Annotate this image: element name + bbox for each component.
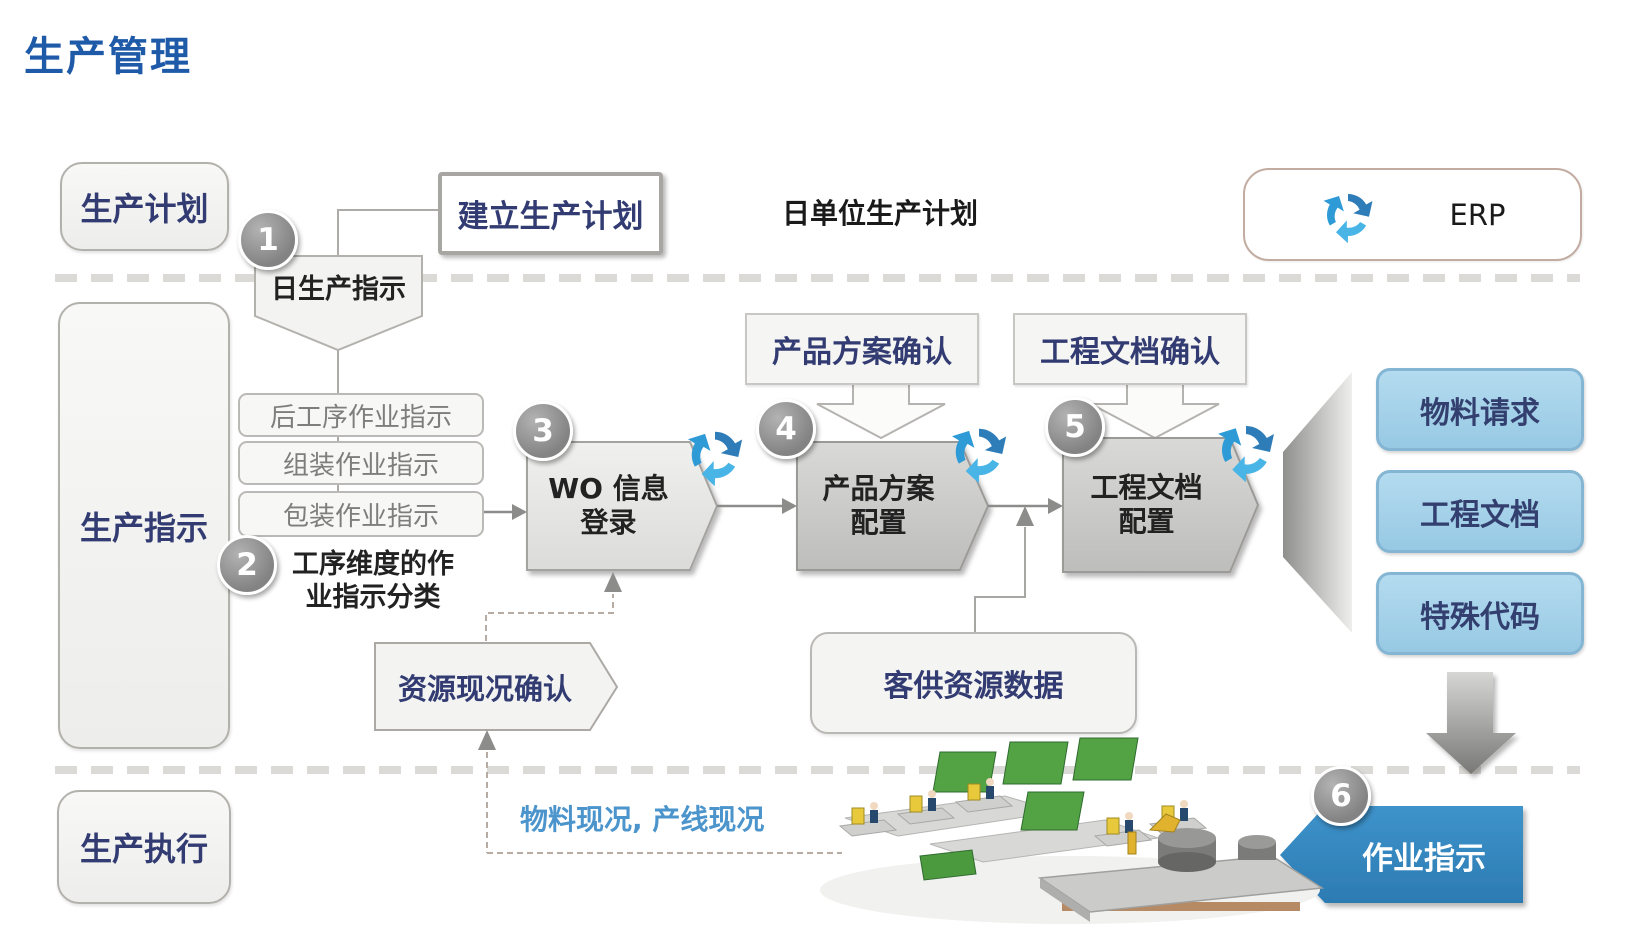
step-badge-5: 5 [1045,397,1105,457]
connector-customer-resource [974,527,1026,632]
recycle-icon [1320,187,1376,243]
instruction-label: 后工序作业指示 [269,402,452,433]
resource-confirm-shape [374,642,619,731]
recycle-icon [1214,418,1278,482]
recycle-icon [684,424,746,486]
step-badge-6: 6 [1311,766,1371,826]
lane-label: 生产计划 [80,189,209,228]
lane-production-execution: 生产执行 [57,790,231,904]
lane-production-plan: 生产计划 [60,162,229,251]
resource-confirm-label: 资源现况确认 [397,672,572,706]
product-config-label: 产品方案 配置 [822,471,935,539]
recycle-icon [948,421,1010,483]
step-badge-3: 3 [513,401,573,461]
daily-instruction-shape [254,255,423,352]
arrowhead-to-engineering [1048,498,1063,514]
output-label: 工程文档 [1420,497,1540,533]
daily-unit-plan-text: 日单位生产计划 [781,197,978,230]
product-confirm-box: 产品方案确认 [745,313,979,385]
lane-production-instruction: 生产指示 [58,302,230,749]
engineering-confirm-label: 工程文档确认 [1040,335,1220,370]
output-material-request-box: 物料请求 [1376,368,1584,451]
output-label: 特殊代码 [1420,599,1540,635]
daily-instruction-label: 日生产指示 [271,273,406,305]
lane-label: 生产指示 [79,508,208,547]
create-production-plan-label: 建立生产计划 [457,199,644,235]
page-title: 生产管理 [24,34,192,80]
factory-illustration [820,737,1325,924]
instruction-label: 组装作业指示 [282,450,439,481]
create-production-plan-box: 建立生产计划 [438,172,663,255]
engineering-config-label: 工程文档 配置 [1090,470,1203,538]
wo-registration-shape [526,441,719,571]
engineering-confirm-box: 工程文档确认 [1013,313,1247,385]
engineering-confirm-arrow [1090,377,1220,440]
outputs-down-arrow [1426,672,1516,774]
material-line-status-text: 物料现况, 产线现况 [520,803,765,836]
output-special-code-box: 特殊代码 [1376,572,1584,655]
funnel-shape [1283,372,1352,633]
step-badge-2: 2 [217,535,277,595]
customer-resource-label: 客供资源数据 [883,669,1064,704]
connector-create-plan [337,209,438,256]
engineering-config-shape [1062,437,1260,573]
work-instruction-shape [1280,806,1523,903]
work-instruction-label: 作业指示 [1362,840,1486,877]
arrowhead-into-resource [478,730,496,750]
output-engineering-doc-box: 工程文档 [1376,470,1584,553]
step-number: 3 [532,413,554,449]
arrowhead-to-product [782,498,797,514]
assembly-instruction-box: 组装作业指示 [238,441,484,485]
output-label: 物料请求 [1420,395,1540,431]
step-badge-4: 4 [756,399,816,459]
step-number: 2 [236,547,258,583]
product-confirm-label: 产品方案确认 [772,335,952,370]
erp-box: ERP [1243,168,1582,261]
step-number: 4 [775,411,797,447]
lane-label: 生产执行 [79,830,208,868]
post-process-instruction-box: 后工序作业指示 [238,393,484,437]
step-number: 6 [1330,778,1352,814]
step2-caption: 工序维度的作 业指示分类 [292,549,454,613]
instruction-label: 包装作业指示 [282,501,439,532]
wo-registration-label: WO 信息 登录 [548,471,669,539]
step-number: 5 [1064,409,1086,445]
product-config-shape [796,441,990,571]
arrowhead-to-wo [512,504,527,520]
step-number: 1 [257,222,279,258]
arrowhead-into-wo-bottom [604,572,622,592]
product-confirm-arrow [816,377,946,440]
step-badge-1: 1 [238,210,298,270]
customer-resource-box: 客供资源数据 [810,632,1137,734]
arrowhead-customer-up [1016,506,1034,526]
packing-instruction-box: 包装作业指示 [238,491,484,537]
erp-label: ERP [1449,197,1506,232]
